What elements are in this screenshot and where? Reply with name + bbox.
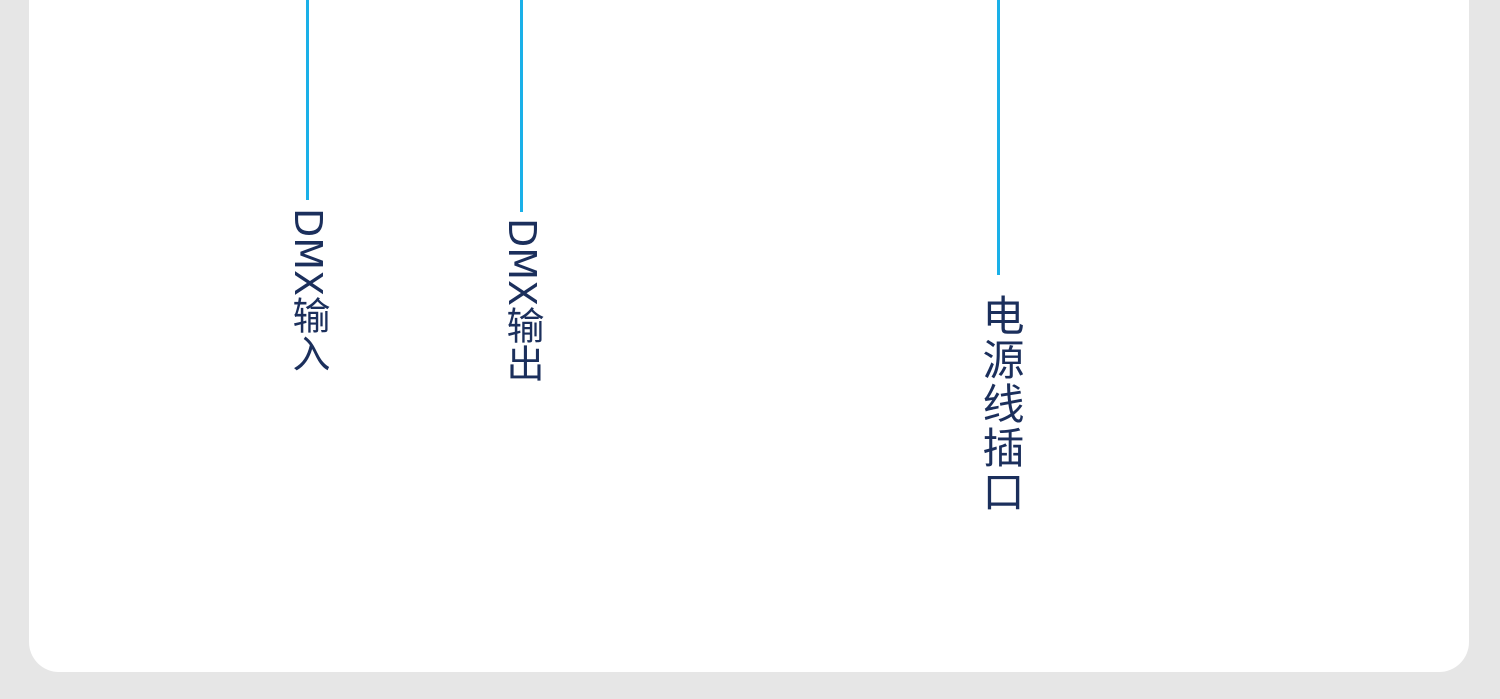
label-dmx-output: DMX输出 (500, 218, 544, 383)
label-dmx-input: DMX输入 (286, 208, 330, 373)
diagram-card (29, 0, 1469, 672)
label-power-socket: 电源线插口 (976, 294, 1025, 514)
callout-line-dmx-output (520, 0, 523, 212)
callout-line-power-socket (997, 0, 1000, 275)
callout-line-dmx-input (306, 0, 309, 200)
